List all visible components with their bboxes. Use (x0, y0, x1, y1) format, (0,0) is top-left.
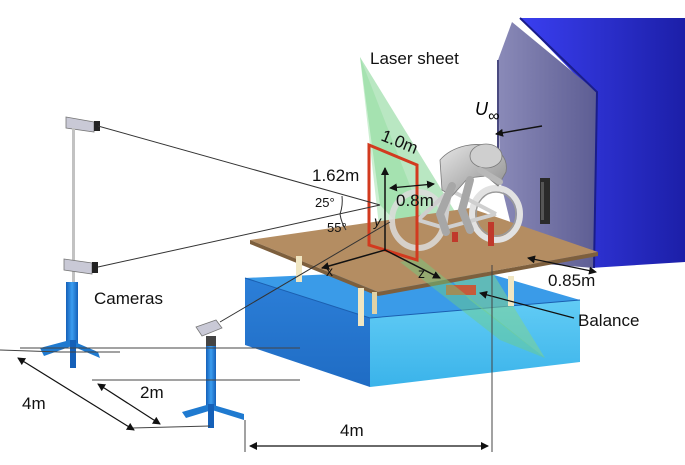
camera-icon (63, 258, 93, 275)
tunnel-outer-shell (520, 18, 685, 268)
cameras-label: Cameras (94, 289, 163, 308)
camera-middle (63, 258, 98, 275)
camera-icon (195, 319, 223, 337)
dim-0-85m-label: 0.85m (548, 271, 595, 290)
freestream-label: U∞ (475, 99, 499, 125)
dim-2m-arrow (97, 383, 161, 425)
camera-front (195, 319, 223, 346)
dim-2m-label: 2m (140, 383, 164, 402)
rider-helmet (469, 143, 503, 169)
ground-dimension-lines (0, 265, 493, 452)
freestream-arrow (495, 125, 543, 137)
angle-arc-25 (339, 195, 343, 215)
angle-25-label: 25° (315, 195, 335, 210)
axis-x-line (321, 249, 386, 270)
wind-tunnel (497, 17, 685, 269)
laser-sheet-plane (360, 57, 545, 358)
base-front-face (245, 278, 370, 387)
platform-leg (508, 276, 514, 306)
axis-y-label: y (373, 213, 382, 229)
dim-4m-bottom-label: 4m (340, 421, 364, 440)
balance-pointer (479, 290, 575, 319)
axis-z-label: z (418, 265, 425, 281)
balance-label: Balance (578, 311, 639, 330)
roi-frame (367, 142, 419, 263)
tunnel-probe-post (540, 178, 550, 224)
platform-leg (296, 256, 302, 282)
u-sub: ∞ (488, 108, 499, 125)
camera-sight-lines (97, 125, 391, 323)
camera-stand-front (182, 346, 244, 428)
laser-sheet-lower (400, 258, 545, 358)
axis-z-line (384, 249, 441, 279)
front-wheel (469, 185, 523, 243)
coordinate-axes (321, 167, 441, 279)
camera-stand-left (40, 282, 100, 368)
camera-top (65, 116, 100, 133)
u-main: U (475, 99, 489, 119)
dim-0-8m-label: 0.8m (396, 191, 434, 210)
dim-0-85m-arrow (527, 255, 597, 275)
camera-icon (65, 116, 95, 133)
dim-1-62m-label: 1.62m (312, 166, 359, 185)
tunnel-inner-wall (498, 22, 597, 268)
platform-leg (372, 292, 377, 314)
base-side-face (370, 300, 580, 387)
angle-arc-55 (339, 213, 347, 231)
camera-pole-top (72, 128, 75, 282)
platform-leg (358, 288, 364, 326)
angle-55-label: 55° (327, 220, 347, 235)
dim-0-8m-arrow (389, 180, 435, 192)
balance-block (446, 285, 476, 295)
dim-4m-left-label: 4m (22, 394, 46, 413)
laser-sheet-label: Laser sheet (370, 49, 459, 68)
axis-x-label: x (326, 263, 333, 279)
tunnel-mouth-edge (519, 17, 599, 269)
